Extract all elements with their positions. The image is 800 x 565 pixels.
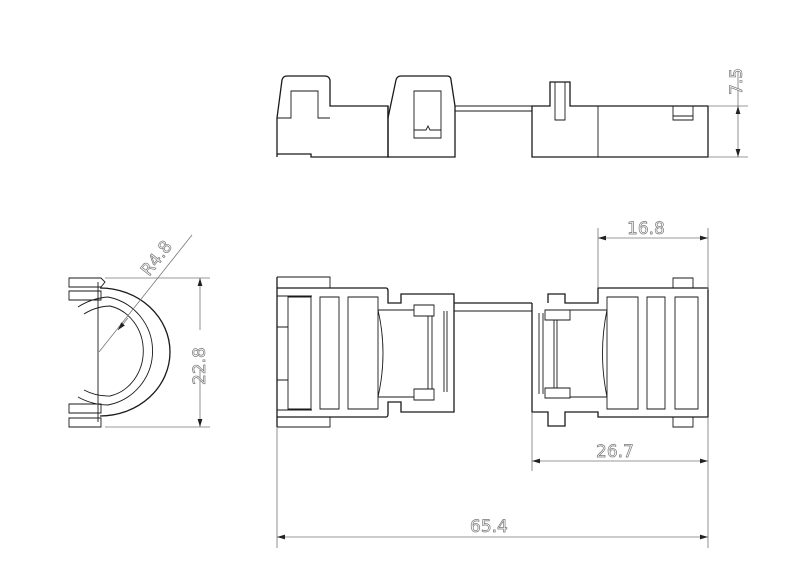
dim-side-height: 22.8 [190, 347, 210, 385]
dim-plan-end-width: 16.8 [627, 219, 665, 239]
plan-view [276, 276, 709, 428]
dim-plan-total-length: 65.4 [470, 517, 508, 537]
dim-plan-half-length: 26.7 [596, 442, 634, 462]
plan-dimensions: 16.8 26.7 65.4 [276, 219, 709, 548]
side-view: R4.8 22.8 [68, 234, 210, 428]
dim-side-radius: R4.8 [137, 237, 177, 280]
dim-top-height: 7.5 [727, 68, 747, 95]
elevation-view: 7.5 [276, 68, 748, 158]
